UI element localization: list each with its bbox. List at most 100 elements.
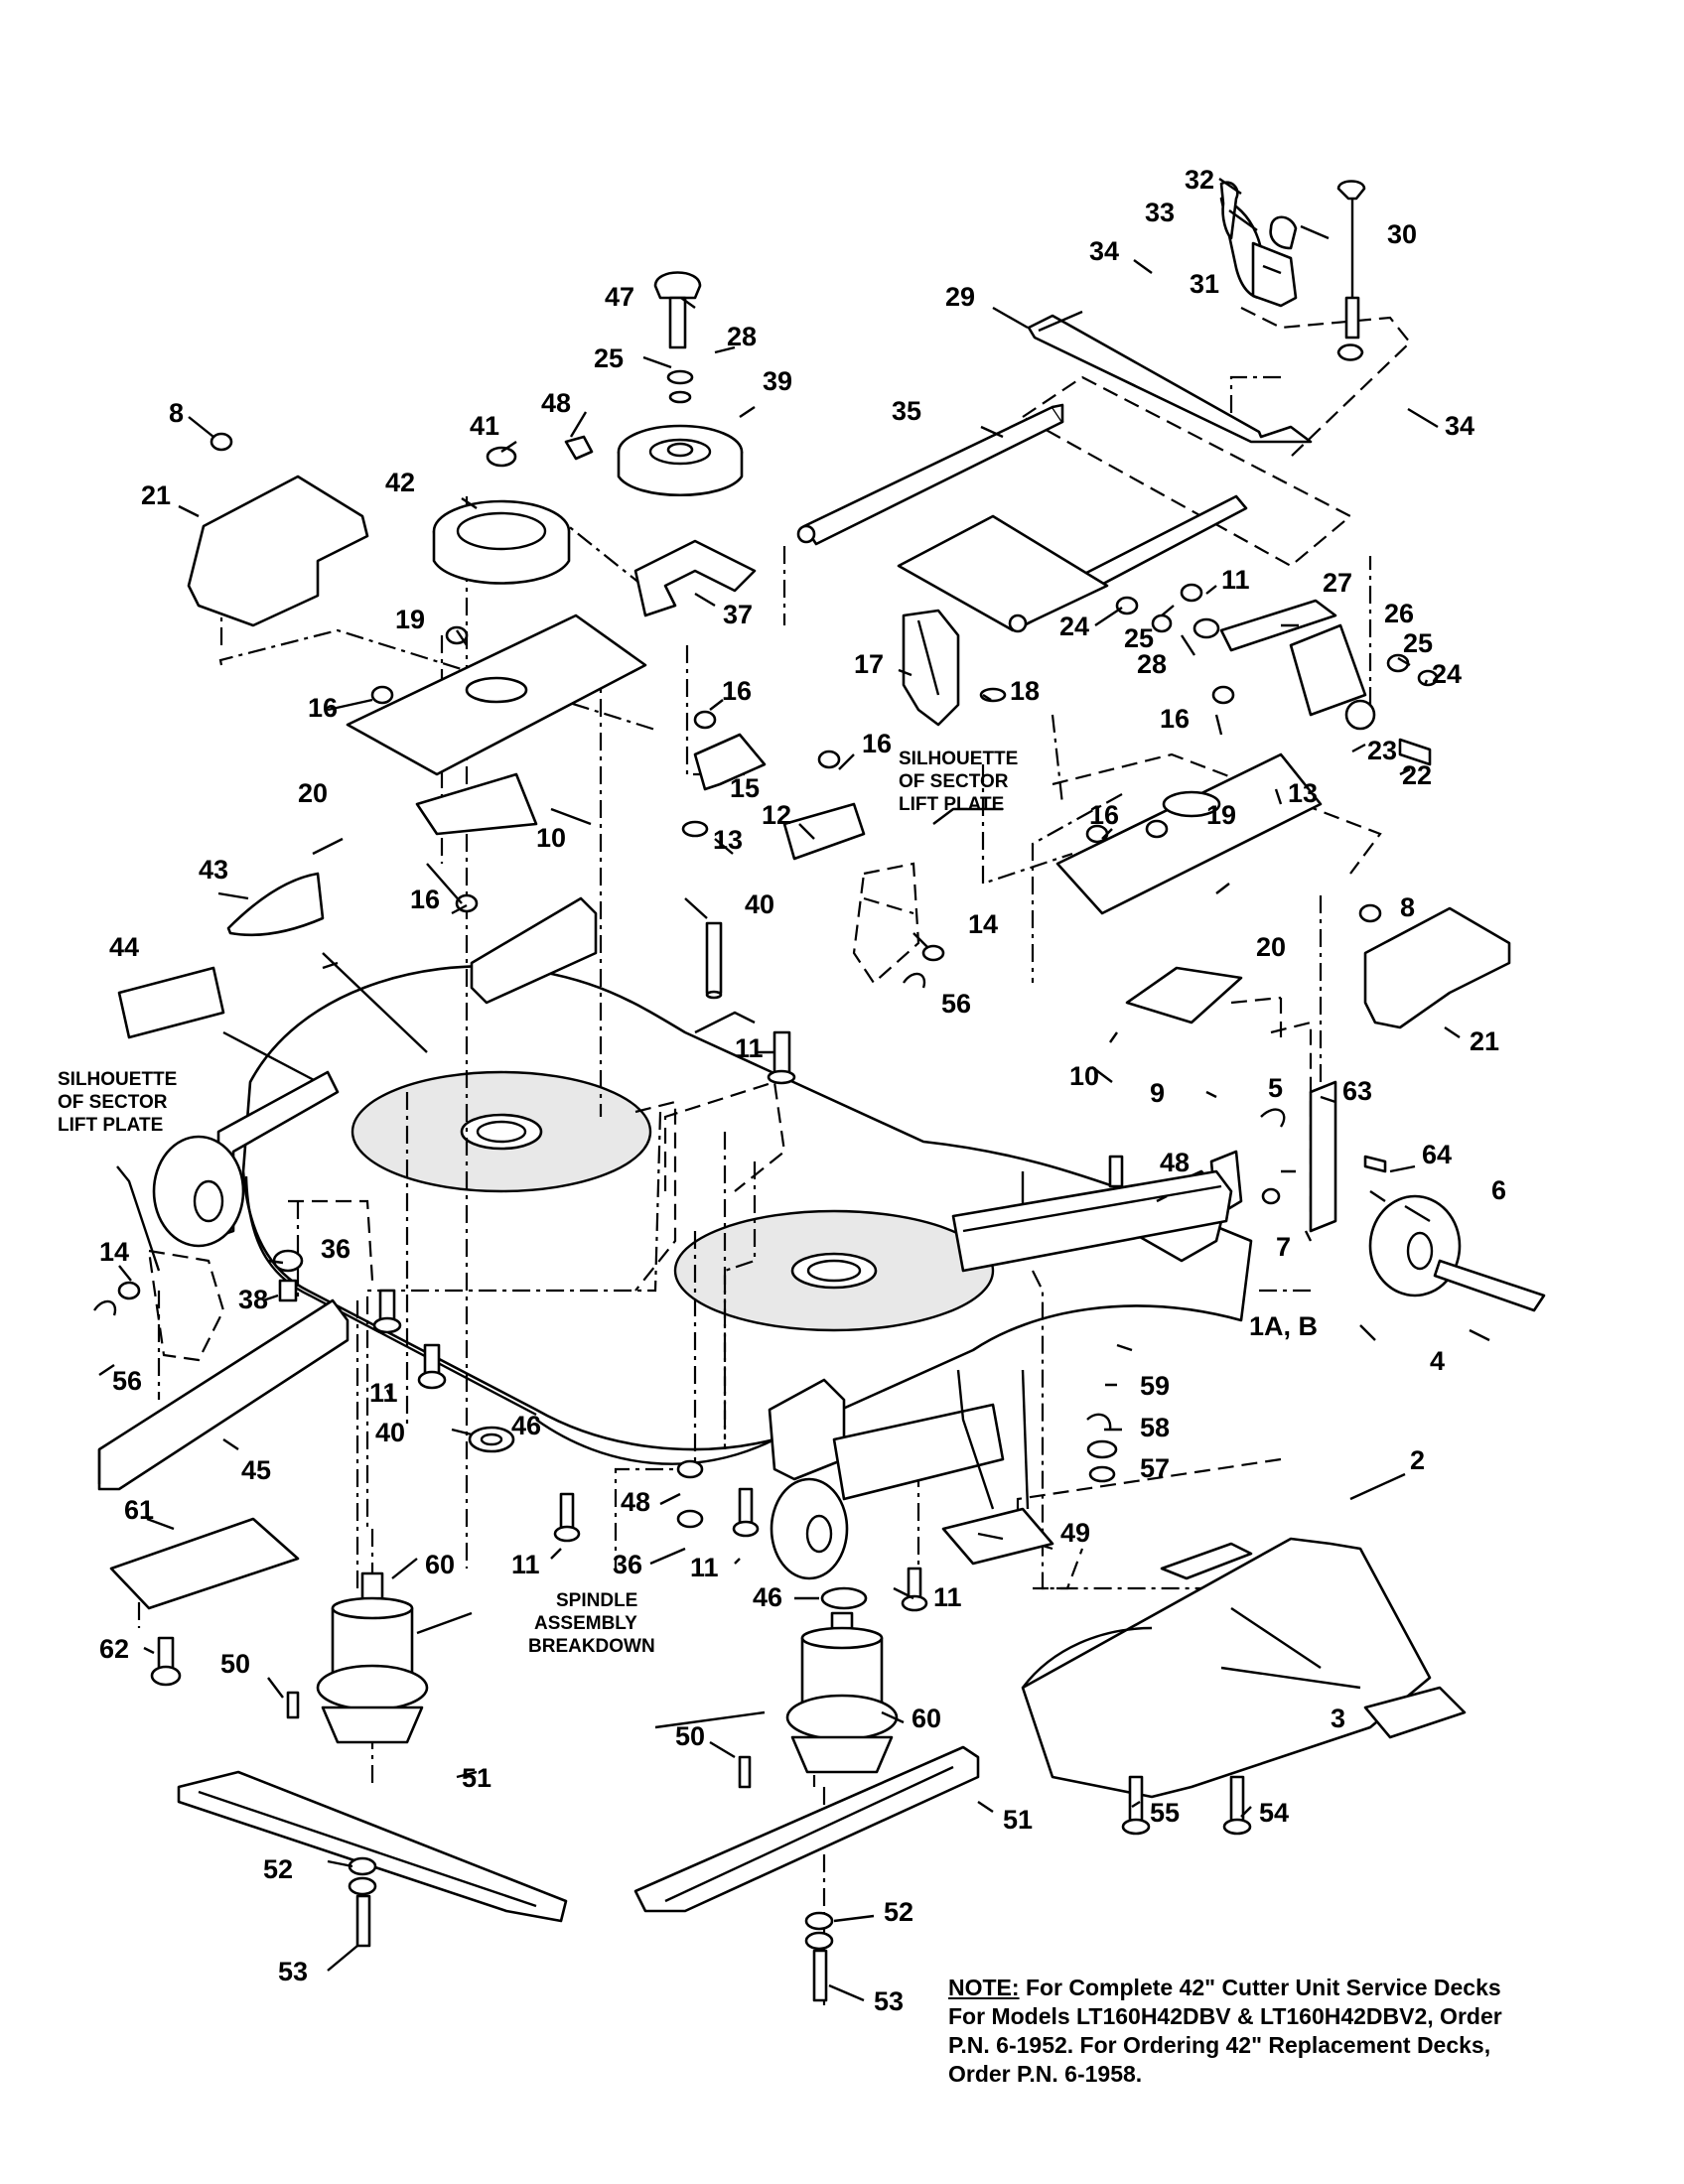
callout-16: 16 [722,676,752,706]
callout-5: 5 [1268,1073,1283,1103]
silhouette-label-top-line3: LIFT PLATE [899,794,1004,815]
callout-52: 52 [884,1897,913,1927]
callout-33: 33 [1145,198,1175,227]
blade-hardware-right [738,1755,834,2002]
callout-16: 16 [1160,704,1190,734]
washer-46-right [820,1586,868,1610]
bolt-62 [150,1636,182,1687]
callout-11: 11 [933,1582,962,1612]
callout-40: 40 [745,889,774,919]
callout-28: 28 [1137,649,1167,679]
callout-10: 10 [536,823,566,853]
callout-2: 2 [1410,1445,1425,1475]
spindle-bracket-20-left [346,614,647,836]
callout-4: 4 [1430,1346,1445,1376]
lift-linkage-35 [796,403,1248,633]
callout-47: 47 [605,282,634,312]
belt-guard-21-right [1358,903,1511,1029]
nut-48-top [564,435,594,461]
callout-20: 20 [298,778,328,808]
silhouette-label-left-line1: SILHOUETTE [58,1069,177,1090]
decal-49 [941,1507,1054,1566]
callout-48: 48 [1160,1148,1190,1177]
center-wheel-assembly [468,1378,1005,1580]
callout-53: 53 [278,1957,308,1986]
callout-45: 45 [241,1455,271,1485]
ordering-note: NOTE: For Complete 42" Cutter Unit Servi… [948,1974,1643,2089]
lift-handle-29 [1027,310,1313,444]
note-heading: NOTE: [948,1975,1020,2000]
blade-51-right [633,1745,980,1913]
callout-38: 38 [238,1285,268,1314]
callout-46: 46 [753,1582,782,1612]
note-line-3: P.N. 6-1952. For Ordering 42" Replacemen… [948,2032,1491,2058]
callout-25: 25 [1403,628,1433,658]
callout-16: 16 [1089,800,1119,830]
callout-51: 51 [462,1763,491,1793]
discharge-chute-2 [1021,1537,1467,1799]
callout-39: 39 [763,366,792,396]
callout-54: 54 [1259,1798,1289,1828]
callout-11: 11 [1221,565,1250,595]
note-line-4: Order P.N. 6-1958. [948,2061,1143,2087]
callout-42: 42 [385,468,415,497]
callout-59: 59 [1140,1371,1170,1401]
bracket-15 [693,710,767,791]
callout-32: 32 [1185,165,1214,195]
blade-51-left [177,1770,568,1923]
bolt-11-deck [767,1030,796,1085]
callout-19: 19 [1206,800,1236,830]
lift-arm-26-27 [1115,583,1439,785]
callout-28: 28 [727,322,757,351]
callout-numbers: 32 33 30 31 34 29 34 47 25 28 39 8 48 41… [99,165,1506,2016]
callout-61: 61 [124,1495,154,1525]
spindle-60-left [316,1571,429,1744]
callout-34: 34 [1089,236,1119,266]
idler-arm-37 [633,539,757,617]
hardware-center [553,1413,1118,1612]
note-line1-text: For Complete 42" Cutter Unit Service Dec… [1019,1975,1501,2000]
callout-44: 44 [109,932,139,962]
callout-24: 24 [1432,659,1462,689]
sector-plate-12 [782,750,866,861]
silhouette-label-left-line2: OF SECTOR [58,1092,168,1113]
text-labels: SILHOUETTE OF SECTOR LIFT PLATE SILHOUET… [58,749,1018,1657]
note-line-1: NOTE: For Complete 42" Cutter Unit Servi… [948,1974,1643,2002]
washer-14-56 [903,944,945,989]
stiffener-45 [97,1298,350,1491]
callout-60: 60 [425,1550,455,1579]
left-wheel-assembly [93,1070,340,1316]
callout-34: 34 [1445,411,1474,441]
drive-pulley-42 [432,446,571,585]
callout-27: 27 [1323,568,1352,598]
callout-8: 8 [169,398,184,428]
callout-11: 11 [690,1553,719,1582]
silhouette-label-top-line2: OF SECTOR [899,771,1009,792]
callout-11: 11 [735,1033,764,1063]
callout-18: 18 [1010,676,1040,706]
deck-housing [241,965,1253,1465]
callout-35: 35 [892,396,921,426]
callout-36: 36 [613,1550,642,1579]
callout-31: 31 [1190,269,1219,299]
callout-19: 19 [395,605,425,634]
callout-12: 12 [762,800,791,830]
callout-21: 21 [1470,1026,1499,1056]
callout-26: 26 [1384,599,1414,628]
blade-hardware-left [286,1691,377,1948]
callout-30: 30 [1387,219,1417,249]
stud-40-top [705,921,723,1000]
callout-64: 64 [1422,1140,1452,1169]
bolt-11-40-left [372,1289,447,1390]
callout-25: 25 [594,343,624,373]
callout-58: 58 [1140,1413,1170,1442]
lift-bracket-17-18 [902,609,1007,727]
callout-11: 11 [511,1550,540,1579]
callout-6: 6 [1491,1175,1506,1205]
silhouette-label-left-line3: LIFT PLATE [58,1115,163,1136]
idler-pulley-39 [617,271,744,496]
front-rail [951,1169,1233,1273]
callout-16: 16 [862,729,892,758]
callout-48: 48 [541,388,571,418]
